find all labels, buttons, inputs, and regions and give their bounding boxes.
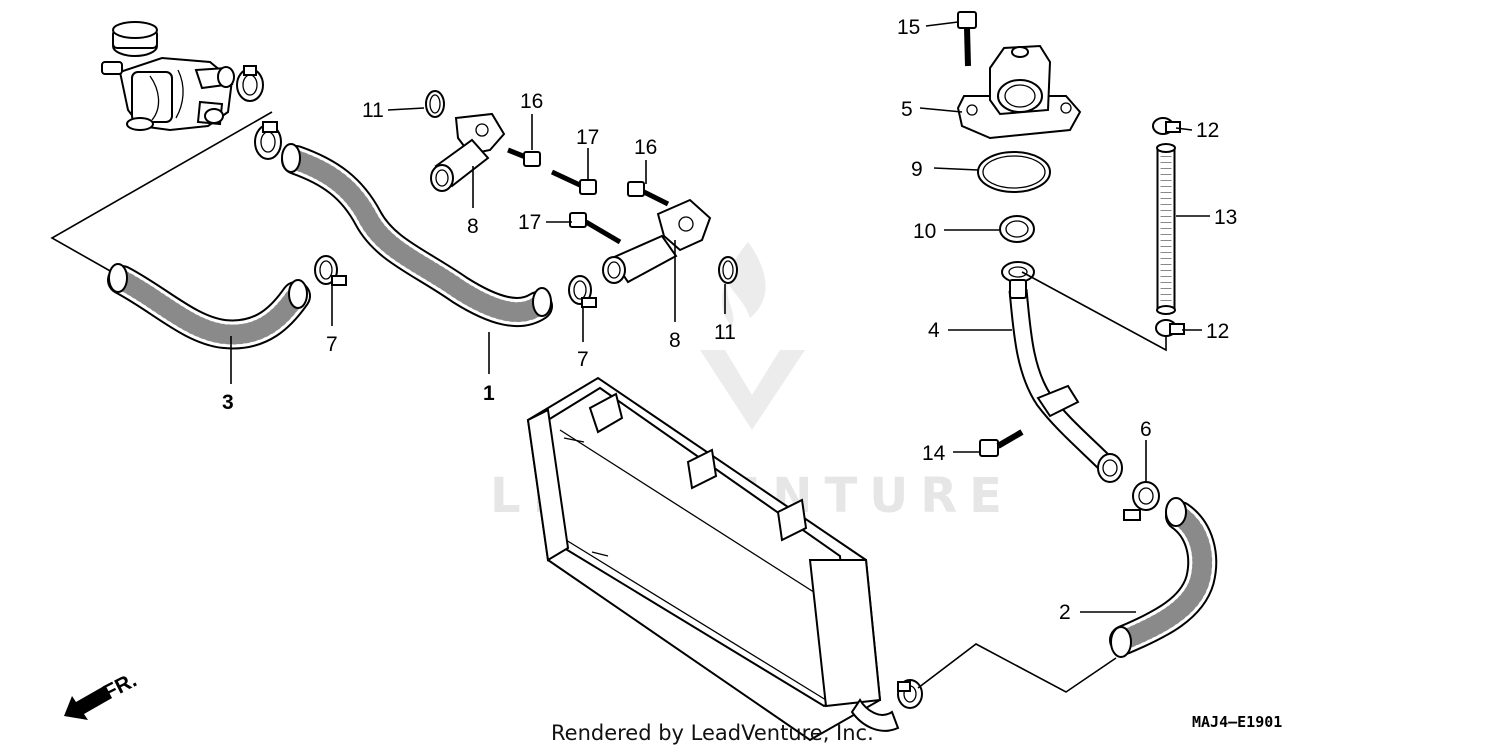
bolt-17-upper[interactable] xyxy=(550,169,597,195)
bolt-14[interactable] xyxy=(979,429,1024,457)
callout-1: 1 xyxy=(483,382,495,405)
water-joint-upper[interactable] xyxy=(430,112,506,192)
hose-clip-6[interactable] xyxy=(1123,481,1160,521)
o-ring-left-inner xyxy=(429,94,441,114)
leader-thermostat-to-hose-3 xyxy=(50,111,273,273)
callout-4: 4 xyxy=(928,319,940,342)
clip-thermostat-outlet[interactable] xyxy=(236,65,264,102)
radiator[interactable] xyxy=(526,376,900,742)
bolt-16-left[interactable] xyxy=(507,147,541,167)
o-ring-10[interactable] xyxy=(999,215,1035,243)
breather-hose[interactable] xyxy=(1156,143,1176,315)
callout-7-left: 7 xyxy=(326,333,338,356)
hose-clip-left[interactable] xyxy=(314,255,347,286)
thermostat-housing[interactable] xyxy=(101,21,235,132)
radiator-hose-upper[interactable] xyxy=(281,143,553,327)
hose-clip-middle[interactable] xyxy=(568,275,597,308)
callout-8-upper: 8 xyxy=(467,215,479,238)
watermark-v-icon xyxy=(700,350,805,430)
callout-7-middle: 7 xyxy=(577,348,589,371)
thermostat-cover[interactable] xyxy=(956,44,1082,140)
callout-11-left: 11 xyxy=(362,99,384,122)
callout-16-left: 16 xyxy=(520,90,543,113)
radiator-hose-left[interactable] xyxy=(107,263,311,350)
front-arrow-icon xyxy=(64,686,112,720)
o-ring-left[interactable] xyxy=(425,90,445,118)
callout-12-upper: 12 xyxy=(1196,119,1219,142)
bolt-17-lower[interactable] xyxy=(569,212,622,245)
callout-labels: 3 1 7 7 8 8 11 11 16 16 17 17 15 5 9 10 … xyxy=(222,16,1237,624)
callout-6: 6 xyxy=(1140,418,1152,441)
watermark-flame-icon xyxy=(722,242,766,326)
callout-17-upper: 17 xyxy=(576,126,599,149)
callout-9: 9 xyxy=(911,158,923,181)
callout-2: 2 xyxy=(1059,601,1071,624)
bolt-16-right[interactable] xyxy=(627,181,670,207)
callout-12-lower: 12 xyxy=(1206,320,1229,343)
callout-leaders xyxy=(230,21,1210,613)
clip-hose-1-start[interactable] xyxy=(254,121,282,160)
callout-15: 15 xyxy=(897,16,920,39)
callout-14: 14 xyxy=(922,442,946,465)
leader-radiator-to-hose-2 xyxy=(917,643,1117,693)
callout-17-lower: 17 xyxy=(518,211,541,234)
callout-13: 13 xyxy=(1214,206,1237,229)
tube-clip-upper[interactable] xyxy=(1152,117,1181,135)
callout-8-lower: 8 xyxy=(669,329,681,352)
callout-5: 5 xyxy=(901,98,913,121)
callout-3: 3 xyxy=(222,391,234,414)
water-joint-lower[interactable] xyxy=(602,198,712,284)
radiator-hose-lower[interactable] xyxy=(1109,497,1218,658)
clip-radiator-outlet[interactable] xyxy=(897,679,923,709)
render-credit: Rendered by LeadVenture, Inc. xyxy=(551,721,874,745)
bolt-15[interactable] xyxy=(957,11,977,67)
front-direction-indicator: FR. xyxy=(64,669,140,720)
o-ring-9[interactable] xyxy=(977,151,1051,193)
diagram-code: MAJ4—E1901 xyxy=(1192,713,1282,731)
water-pipe[interactable] xyxy=(1001,261,1123,483)
o-ring-right[interactable] xyxy=(718,256,738,284)
tube-clip-lower[interactable] xyxy=(1155,319,1185,337)
callout-10: 10 xyxy=(913,220,936,243)
callout-16-right: 16 xyxy=(634,136,657,159)
o-ring-right-inner xyxy=(722,260,734,280)
callout-11-right: 11 xyxy=(714,321,736,344)
leader-pipe-to-clip xyxy=(1021,271,1167,352)
